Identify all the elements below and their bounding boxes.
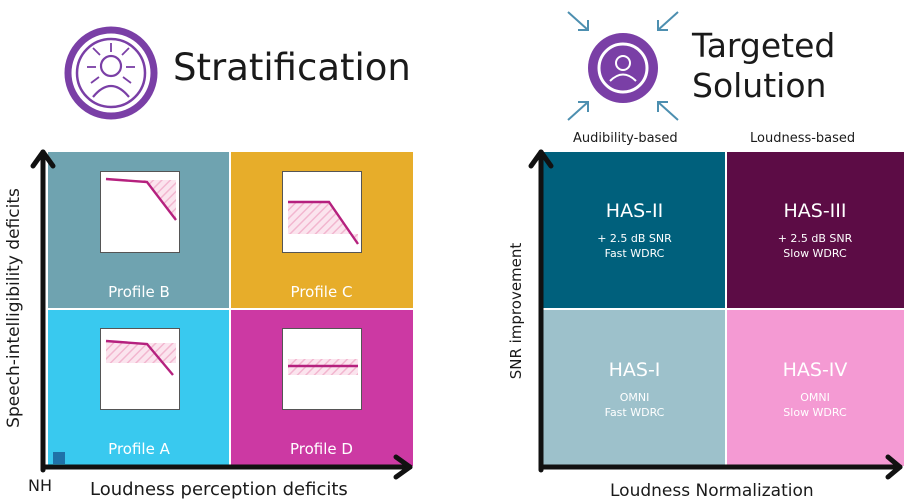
has-iii-snr: + 2.5 dB SNR bbox=[777, 232, 853, 245]
has-iv-cell: HAS-IV OMNI Slow WDRC bbox=[726, 309, 904, 466]
has-i-omni: OMNI bbox=[619, 391, 650, 404]
has-iii-cell: HAS-III + 2.5 dB SNR Slow WDRC bbox=[726, 152, 904, 309]
has-i-cell: HAS-I OMNI Fast WDRC bbox=[543, 309, 726, 466]
profile-c-label: Profile C bbox=[290, 283, 353, 301]
left-x-axis-arrow bbox=[40, 454, 413, 480]
profile-a-label: Profile A bbox=[108, 440, 170, 458]
right-x-axis-arrow bbox=[538, 454, 903, 480]
targeted-solution-logo-icon bbox=[567, 11, 679, 121]
profile-c-cell: Profile C bbox=[230, 152, 413, 309]
has-iii-wdrc: Slow WDRC bbox=[783, 247, 847, 260]
profile-c-mini-plot bbox=[282, 171, 362, 253]
has-iv-omni: OMNI bbox=[800, 391, 830, 404]
has-ii-wdrc: Fast WDRC bbox=[604, 247, 665, 260]
has-ii-snr: + 2.5 dB SNR bbox=[597, 232, 672, 245]
profile-a-mini-plot bbox=[100, 328, 180, 410]
profile-b-cell: Profile B bbox=[48, 152, 230, 309]
right-x-axis-label: Loudness Normalization bbox=[610, 481, 814, 501]
has-iv-wdrc: Slow WDRC bbox=[783, 406, 847, 419]
stratification-logo-icon bbox=[64, 26, 158, 120]
has-iv-name: HAS-IV bbox=[782, 359, 848, 381]
column-header-loudness: Loudness-based bbox=[750, 131, 856, 146]
profile-d-cell: Profile D bbox=[230, 309, 413, 466]
column-header-audibility: Audibility-based bbox=[573, 131, 678, 146]
profile-b-label: Profile B bbox=[108, 283, 170, 301]
has-ii-name: HAS-II bbox=[605, 200, 664, 222]
right-y-axis-arrow bbox=[528, 149, 554, 473]
profile-b-mini-plot bbox=[100, 171, 180, 253]
stratification-title: Stratification bbox=[173, 46, 411, 89]
left-x-axis-label: Loudness perception deficits bbox=[90, 479, 348, 500]
has-ii-cell: HAS-II + 2.5 dB SNR Fast WDRC bbox=[543, 152, 726, 309]
has-i-wdrc: Fast WDRC bbox=[604, 406, 665, 419]
profile-d-label: Profile D bbox=[290, 440, 353, 458]
profile-a-cell: Profile A bbox=[48, 309, 230, 466]
targeted-solution-title: Targeted Solution bbox=[692, 26, 836, 105]
nh-origin-marker bbox=[53, 452, 65, 464]
has-i-name: HAS-I bbox=[608, 359, 661, 381]
nh-origin-label: NH bbox=[28, 476, 52, 495]
has-iii-name: HAS-III bbox=[783, 200, 847, 222]
left-y-axis-arrow bbox=[30, 149, 56, 473]
profile-d-mini-plot bbox=[282, 328, 362, 410]
